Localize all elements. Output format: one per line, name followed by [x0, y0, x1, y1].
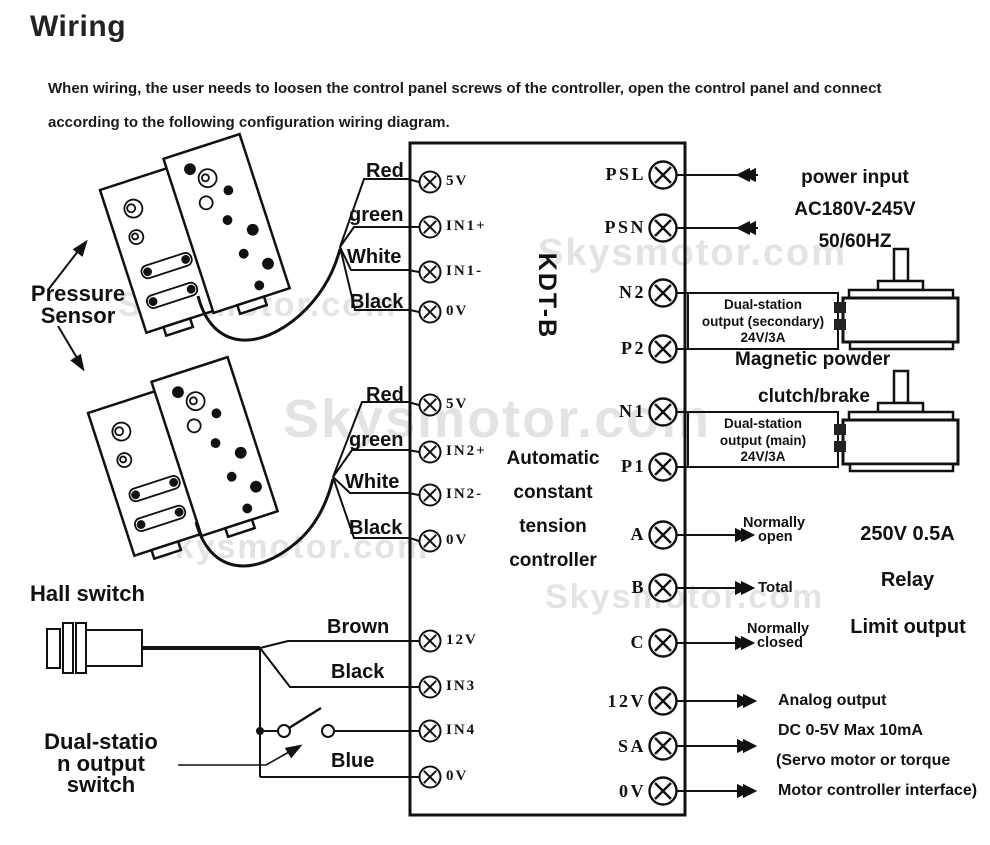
- controller-name-line: Automatic: [506, 448, 600, 469]
- relay-name: Relay: [880, 569, 935, 591]
- dual-station-switch-label-line: switch: [66, 772, 136, 797]
- hall-sensor-drawing: [46, 622, 143, 674]
- terminal-label: P2: [621, 338, 646, 358]
- controller-name-line: tension: [519, 516, 587, 537]
- analog-output-line: (Servo motor or torque: [776, 752, 951, 769]
- controller-model: KDT-B: [533, 252, 561, 340]
- main-output-box: [687, 411, 839, 468]
- power-input-line: AC180V-245V: [794, 199, 916, 220]
- secondary-output-label: Dual-station output (secondary) 24V/3A: [690, 297, 836, 347]
- right-terminal-symbols: [648, 160, 678, 806]
- power-input-line: power input: [801, 167, 909, 188]
- controller-name-line: constant: [513, 482, 593, 503]
- page-title: Wiring: [30, 10, 127, 43]
- watermark: Skysmotor.com: [283, 389, 712, 449]
- terminal-label: 12V: [607, 691, 646, 711]
- terminal-label: 0V: [446, 768, 469, 784]
- left-terminal-symbols: [418, 170, 442, 789]
- sensor-2-wires: [332, 401, 420, 542]
- terminal-label: 5V: [446, 173, 469, 189]
- wire-label: Brown: [327, 616, 390, 638]
- contact-c-line: Normally: [747, 621, 810, 637]
- right-connections: [677, 168, 758, 798]
- terminal-label: IN2-: [446, 486, 484, 502]
- dual-station-switch-label-line: Dual-statio: [44, 729, 158, 754]
- wire-label: Black: [350, 291, 404, 313]
- terminal-label: 0V: [446, 532, 469, 548]
- terminal-label: IN2+: [446, 443, 487, 459]
- pressure-sensor-label: Pressure Sensor: [8, 283, 148, 326]
- terminal-label: PSL: [605, 164, 646, 184]
- power-input-label: power input AC180V-245V 50/60HZ: [765, 162, 945, 258]
- main-output-line: Dual-station: [723, 416, 802, 431]
- wire-label: Red: [366, 160, 404, 182]
- terminal-label: B: [631, 577, 646, 597]
- terminal-label: IN1+: [446, 218, 487, 234]
- analog-output-line: Motor controller interface): [778, 782, 978, 799]
- secondary-output-line: output (secondary): [701, 313, 825, 329]
- wire-label: Black: [331, 661, 385, 683]
- wire-label: White: [347, 246, 402, 268]
- terminal-label: A: [630, 524, 646, 544]
- pressure-sensor-label-line: Sensor: [40, 302, 116, 328]
- sensor-1-wires: [339, 178, 420, 313]
- terminal-label: IN1-: [446, 263, 484, 279]
- dual-station-switch-symbol: [178, 706, 419, 766]
- terminal-label: C: [630, 632, 646, 652]
- contact-a-line: Normally: [743, 515, 806, 531]
- clutch-label-line: clutch/brake: [758, 386, 870, 407]
- controller-name-line: controller: [509, 550, 597, 571]
- wire-label: green: [349, 429, 404, 451]
- watermark: Skysmotor.com: [538, 232, 847, 274]
- pressure-sensor-1-drawing: [98, 132, 292, 338]
- terminal-label: 0V: [619, 781, 646, 801]
- main-output-line: output (main): [719, 432, 807, 448]
- terminal-label: 12V: [446, 632, 478, 648]
- contact-b-label: Total: [758, 579, 793, 596]
- wire-label: green: [349, 204, 404, 226]
- clutch-drawing-1: [834, 247, 960, 351]
- wire-label: White: [345, 471, 400, 493]
- clutch-drawing-2: [834, 369, 960, 473]
- sensor-2-cable: [194, 478, 335, 568]
- terminal-label: SA: [617, 736, 646, 756]
- description: When wiring, the user needs to loosen th…: [48, 72, 968, 140]
- terminal-label: N1: [619, 401, 646, 421]
- controller-name: Automatic constant tension controller: [480, 442, 626, 578]
- analog-output-line: Analog output: [778, 692, 887, 709]
- terminal-label: N2: [619, 282, 646, 302]
- terminal-label: 5V: [446, 396, 469, 412]
- terminal-label: IN4: [446, 722, 477, 738]
- power-input-line: 50/60HZ: [818, 231, 892, 252]
- contact-a-line: open: [758, 529, 793, 545]
- analog-output-line: DC 0-5V Max 10mA: [778, 722, 923, 739]
- dual-station-switch-label-line: n output: [57, 750, 145, 776]
- main-output-label: Dual-station output (main) 24V/3A: [690, 416, 836, 466]
- main-output-line: 24V/3A: [740, 449, 786, 464]
- relay-rating: 250V 0.5A: [860, 523, 955, 545]
- sensor-1-cable: [196, 248, 342, 342]
- relay-output: Limit output: [850, 616, 966, 638]
- wire-label: Red: [366, 384, 404, 406]
- terminal-label: 0V: [446, 303, 469, 319]
- wire-label: Black: [349, 517, 403, 539]
- contact-c-line: closed: [757, 635, 803, 651]
- wire-label: Blue: [331, 750, 375, 772]
- hall-switch-label: Hall switch: [30, 581, 145, 606]
- clutch-label-line: Magnetic powder: [735, 349, 891, 370]
- pressure-sensor-label-line: Pressure: [30, 281, 126, 306]
- pressure-sensor-2-drawing: [86, 355, 280, 561]
- terminal-label: P1: [621, 456, 646, 476]
- hall-switch-wires: [142, 640, 419, 778]
- terminal-label: PSN: [604, 217, 646, 237]
- description-line-1: When wiring, the user needs to loosen th…: [48, 80, 882, 97]
- controller-box: [408, 141, 687, 817]
- secondary-output-line: 24V/3A: [740, 330, 786, 345]
- terminal-label: IN3: [446, 678, 477, 694]
- dual-station-switch-label: Dual-statio n output switch: [25, 731, 177, 796]
- secondary-output-line: Dual-station: [723, 297, 802, 312]
- pressure-sensor-arrows: [47, 238, 91, 373]
- description-line-2: according to the following configuration…: [48, 114, 450, 131]
